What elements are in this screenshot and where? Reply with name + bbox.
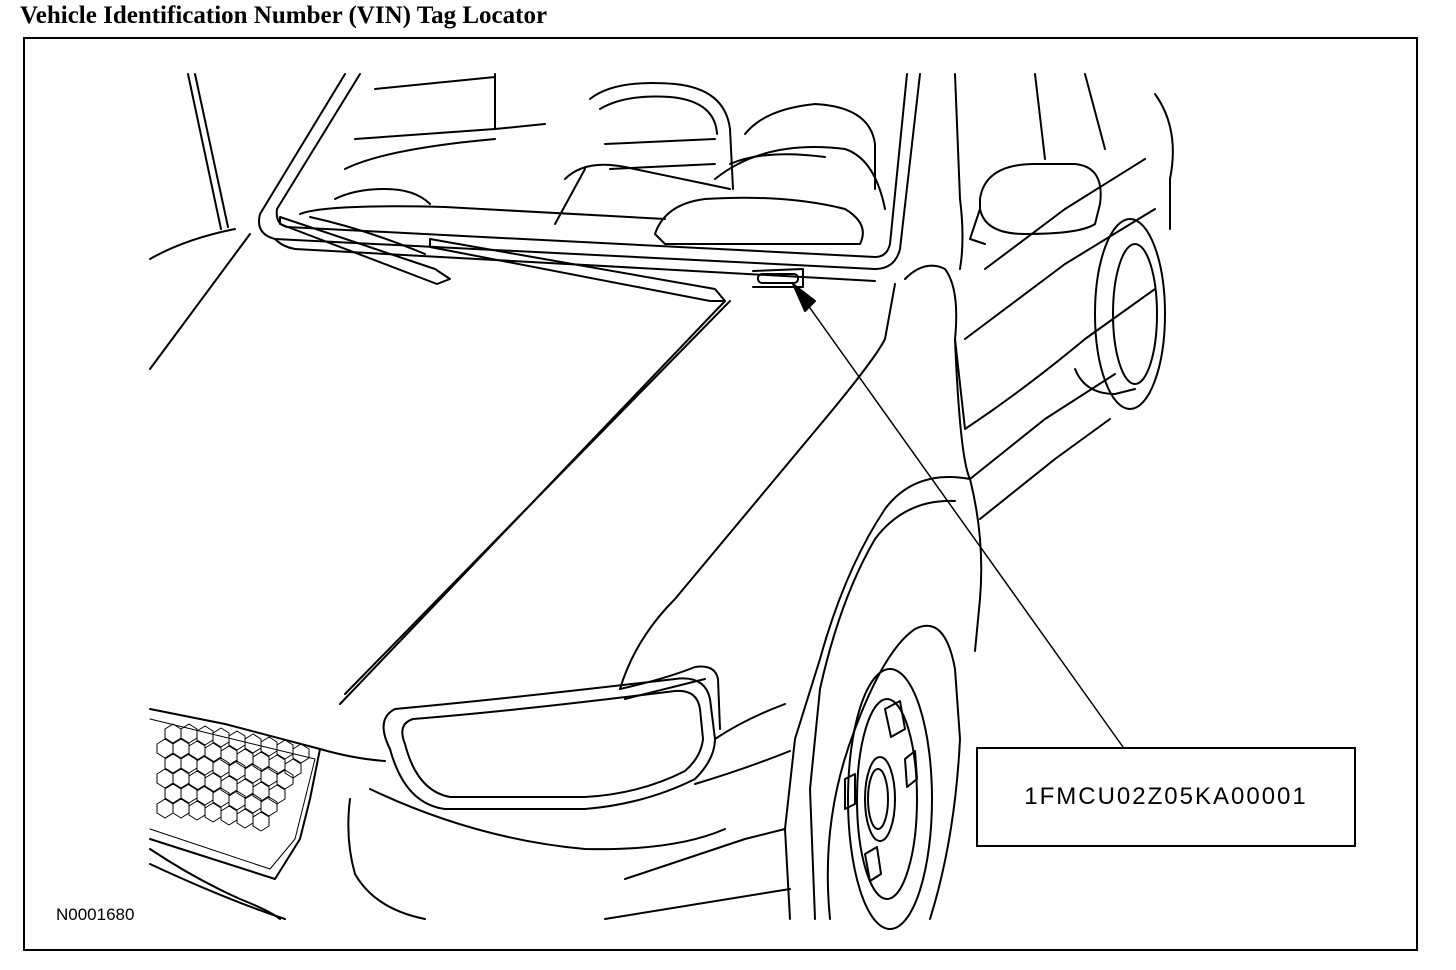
grille	[149, 708, 321, 880]
fender	[619, 73, 1174, 920]
front-bumper	[149, 703, 791, 920]
vehicle-line-drawing	[149, 73, 1174, 930]
windshield-frame	[258, 73, 921, 282]
diagram-title: Vehicle Identification Number (VIN) Tag …	[20, 2, 548, 29]
callout-arrowhead	[792, 283, 816, 312]
antenna	[187, 73, 229, 230]
side-mirror	[969, 163, 1102, 245]
hood	[149, 228, 966, 705]
vin-callout-box: 1FMCU02Z05KA00001	[976, 747, 1356, 847]
interior-seats	[299, 73, 886, 245]
headlamp	[382, 677, 716, 810]
figure-id: N0001680	[56, 905, 135, 924]
vin-tag-slot	[757, 273, 799, 284]
front-wheel	[826, 624, 961, 930]
vin-number: 1FMCU02Z05KA00001	[1024, 783, 1308, 810]
wipers	[279, 216, 726, 302]
vin-tag-pocket	[752, 268, 804, 288]
callout-leader-line	[799, 293, 1124, 748]
rear-wheel	[1074, 218, 1166, 410]
illustration-frame: 1FMCU02Z05KA00001 N0001680	[23, 37, 1418, 951]
